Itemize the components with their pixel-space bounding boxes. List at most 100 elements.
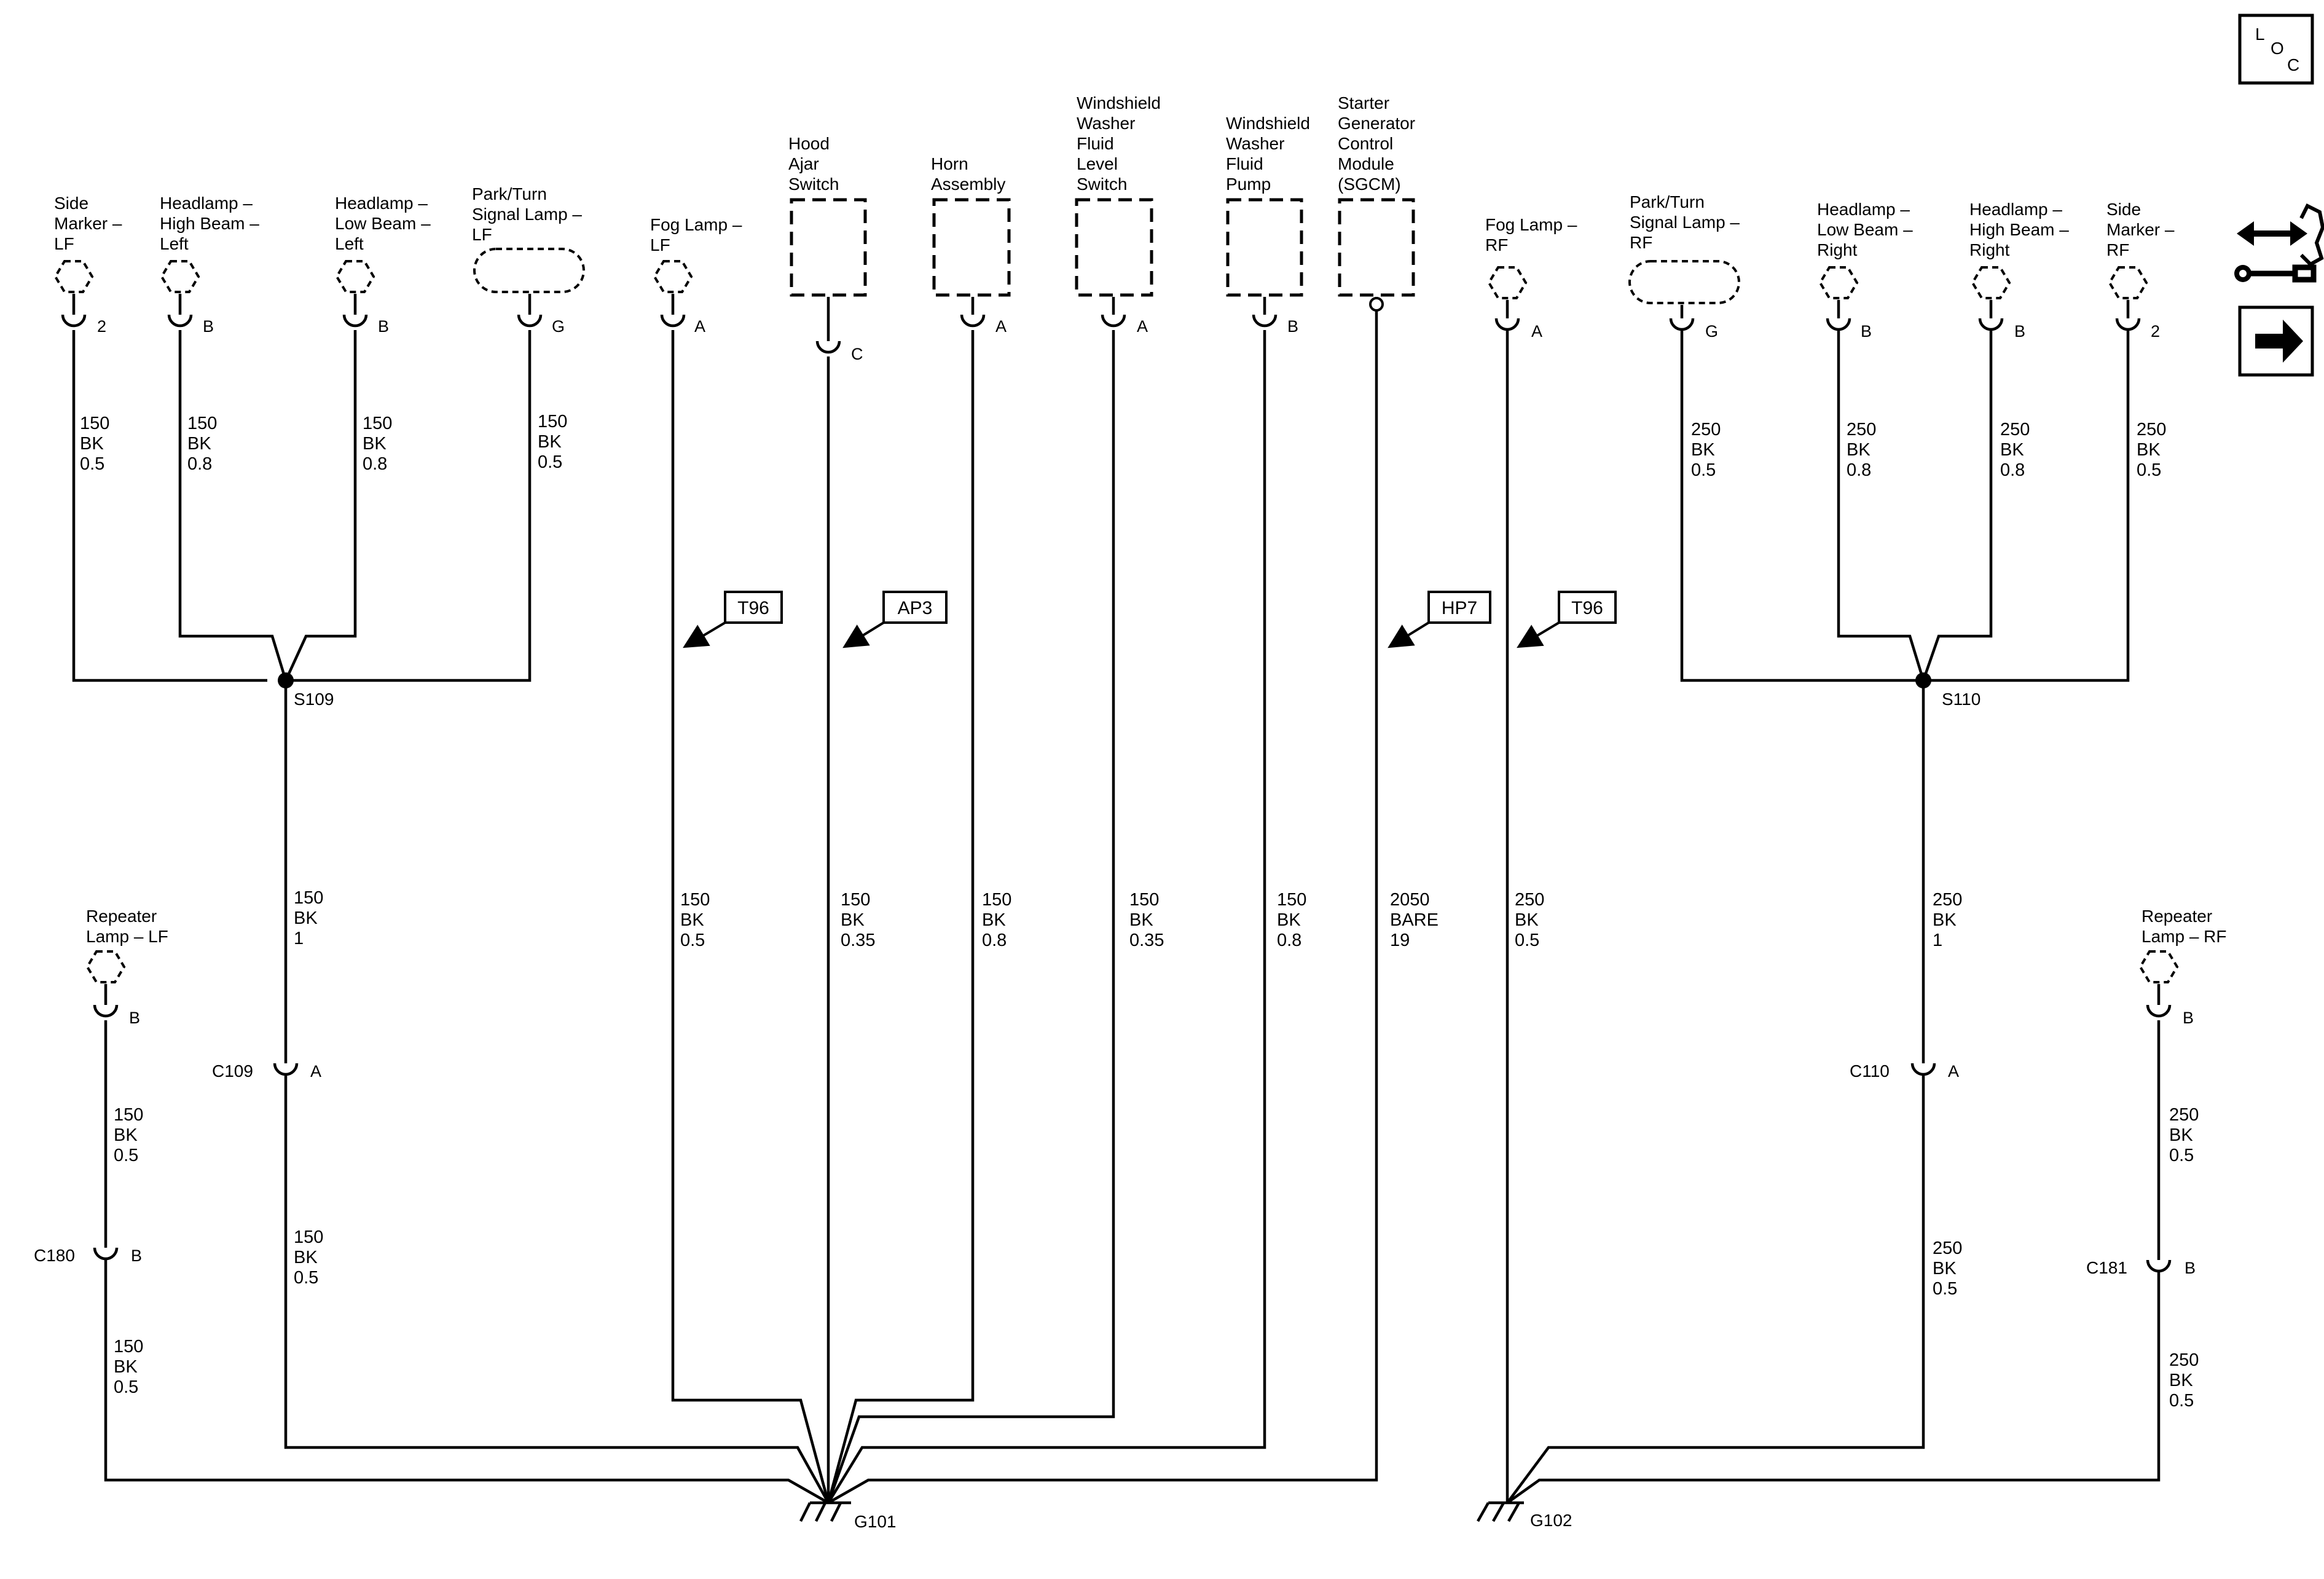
component-horn-assembly: Horn Assembly A <box>931 154 1011 336</box>
connector-c110: C110 A <box>1850 1047 1959 1081</box>
pin-label: B <box>2014 322 2025 341</box>
connector-pin: B <box>131 1246 142 1265</box>
wire-park-turn-lf <box>286 330 532 682</box>
option-code-t96-right[interactable]: T96 <box>1517 591 1617 648</box>
option-code-hp7[interactable]: HP7 <box>1388 591 1491 648</box>
bulb-outline <box>2108 266 2148 299</box>
component-label: Side Marker – RF <box>2106 200 2179 259</box>
component-label: Windshield Washer Fluid Level Switch <box>1077 93 1166 194</box>
splice-dot-s109 <box>278 672 294 688</box>
pin-label: G <box>552 317 565 336</box>
wire-c180-g101 <box>104 1258 830 1504</box>
wire-park-turn-rf <box>1680 330 1923 682</box>
ground-label-g102: G102 <box>1530 1511 1572 1530</box>
component-label: Starter Generator Control Module (SGCM) <box>1338 93 1420 194</box>
wire-side-marker-lf <box>72 330 267 682</box>
switch-outline <box>790 198 867 297</box>
pin-label: A <box>995 317 1007 336</box>
pin-label: A <box>1137 317 1148 336</box>
wire-headlamp-low-right <box>1837 330 1925 681</box>
component-headlamp-low-right: Headlamp – Low Beam – Right B <box>1817 200 1917 341</box>
component-side-marker-lf: Side Marker – LF 2 <box>53 194 122 336</box>
lamp-outline <box>473 248 585 293</box>
splice-label-s109: S109 <box>294 690 334 709</box>
connector-name: C110 <box>1850 1061 1890 1081</box>
component-label: Park/Turn Signal Lamp – LF <box>472 184 587 244</box>
wire-sgcm <box>827 310 1378 1504</box>
pin-label: C <box>851 345 863 363</box>
component-repeater-lamp-rf: Repeater Lamp – RF B <box>2138 907 2227 1027</box>
component-label: Repeater Lamp – LF <box>86 907 168 946</box>
splices: S109 S110 <box>278 672 1981 709</box>
connector-pin: B <box>2185 1259 2196 1277</box>
ground-g102: G102 <box>1477 1501 1572 1530</box>
component-label: Fog Lamp – LF <box>650 215 747 254</box>
component-sgcm: Starter Generator Control Module (SGCM) <box>1338 93 1420 312</box>
wire-fog-lamp-lf <box>671 330 830 1503</box>
wire-washer-level <box>826 330 1115 1503</box>
component-label: Fog Lamp – RF <box>1485 215 1582 254</box>
component-washer-fluid-level-switch: Windshield Washer Fluid Level Switch A <box>1075 93 1166 336</box>
option-code-label: HP7 <box>1442 598 1477 618</box>
ground-g101: G101 <box>799 1501 897 1531</box>
component-side-marker-rf: Side Marker – RF 2 <box>2106 200 2179 341</box>
pin-label: A <box>1531 322 1542 341</box>
ground-label-g101: G101 <box>854 1512 897 1531</box>
splice-label-s110: S110 <box>1942 690 1981 709</box>
option-code-label: AP3 <box>898 598 933 618</box>
pin-label: B <box>129 1009 140 1027</box>
wire-c109-g101 <box>284 1074 830 1504</box>
lamp-outline <box>1628 260 1740 304</box>
connector-pin: A <box>1948 1062 1959 1081</box>
wire-c110-g102 <box>1506 1074 1925 1504</box>
component-headlamp-high-right: Headlamp – High Beam – Right B <box>1969 200 2074 341</box>
wire-side-marker-rf <box>1923 330 2130 682</box>
pin-label: G <box>1705 322 1718 341</box>
pin-label: B <box>203 317 214 336</box>
option-code-t96-left[interactable]: T96 <box>683 591 783 648</box>
component-park-turn-rf: Park/Turn Signal Lamp – RF G <box>1628 192 1745 341</box>
component-label: Headlamp – Low Beam – Right <box>1817 200 1917 259</box>
loc-letter-l: L <box>2255 25 2265 44</box>
option-code-ap3[interactable]: AP3 <box>842 591 948 648</box>
loc-letter-o: O <box>2271 39 2284 58</box>
arrow-right-icon[interactable] <box>2238 305 2314 377</box>
wire-washer-pump <box>827 330 1266 1504</box>
option-code-label: T96 <box>737 598 769 618</box>
module-outline <box>1338 198 1415 297</box>
wire-headlamp-low-left <box>284 330 357 681</box>
pin-label: B <box>2183 1009 2194 1027</box>
component-hood-ajar-switch: Hood Ajar Switch C <box>788 134 867 363</box>
connector-c181: C181 B <box>2086 1243 2196 1277</box>
loc-letter-c: C <box>2287 55 2299 74</box>
component-label: Horn Assembly <box>931 154 1005 194</box>
loc-button[interactable]: L O C <box>2238 14 2314 85</box>
pump-outline <box>1226 198 1303 297</box>
bulb-outline <box>53 260 94 293</box>
component-label: Headlamp – High Beam – Right <box>1969 200 2074 259</box>
wires <box>72 310 2161 1504</box>
connector-end-view-icon[interactable] <box>2234 203 2324 283</box>
bulb-outline <box>2138 950 2179 983</box>
component-label: Park/Turn Signal Lamp – RF <box>1630 192 1745 252</box>
wire-horn <box>826 330 975 1503</box>
component-headlamp-low-left: Headlamp – Low Beam – Left B <box>335 194 431 336</box>
component-label: Hood Ajar Switch <box>788 134 839 194</box>
